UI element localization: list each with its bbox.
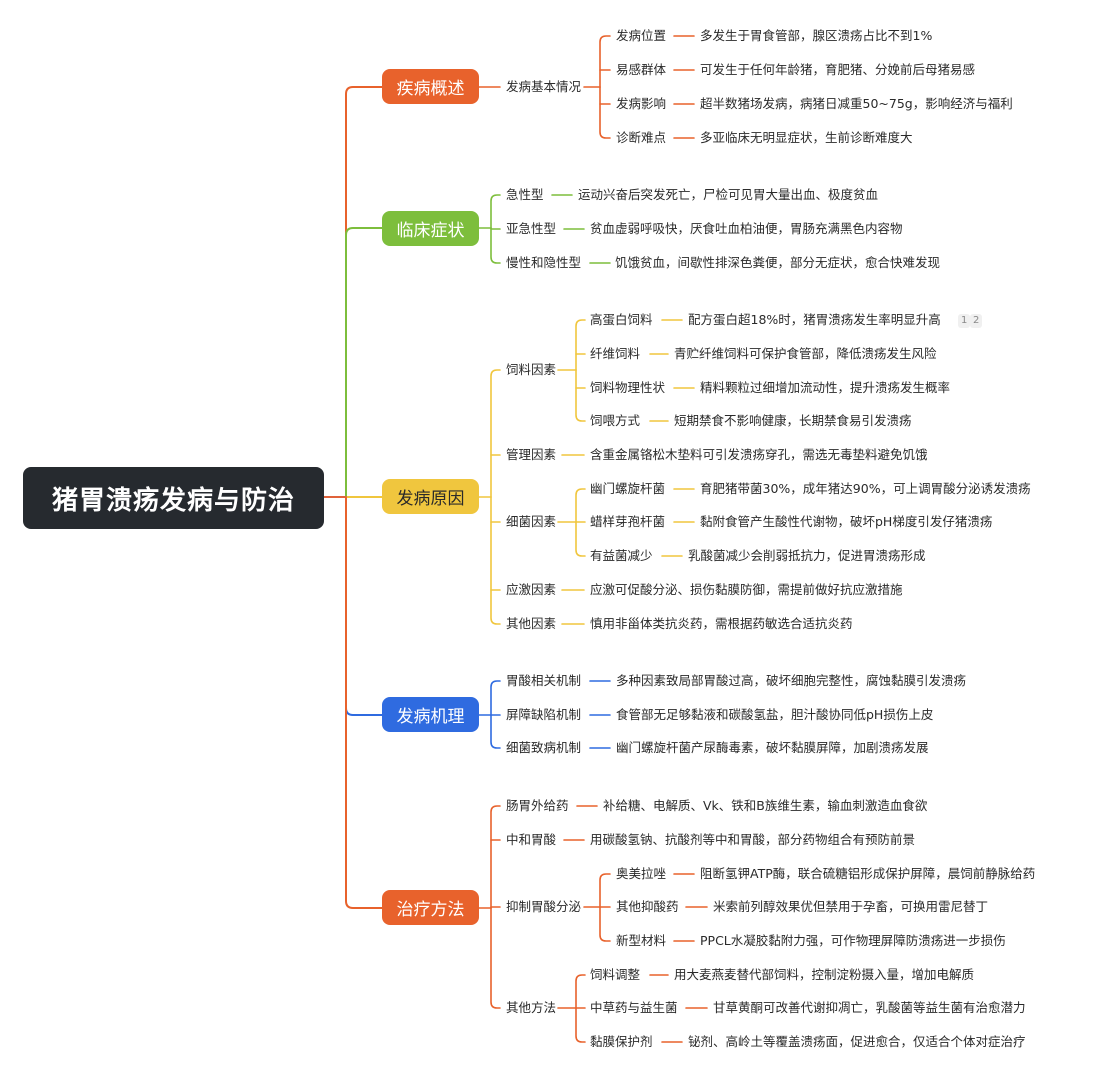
- subtopic-label[interactable]: 饲料调整: [590, 967, 641, 982]
- detail-text: PPCL水凝胶黏附力强，可作物理屏障防溃疡进一步损伤: [700, 933, 1006, 948]
- category-node-overview[interactable]: 疾病概述: [382, 69, 479, 104]
- connector-line: [490, 714, 501, 749]
- detail-text: 可发生于任何年龄猪，育肥猪、分娩前后母猪易感: [700, 62, 976, 77]
- detail-text: 米索前列醇效果优但禁用于孕畜，可换用雷尼替丁: [713, 899, 989, 914]
- topic-label[interactable]: 胃酸相关机制: [506, 673, 582, 688]
- topic-label[interactable]: 细菌致病机制: [506, 740, 582, 755]
- topic-label[interactable]: 管理因素: [506, 447, 557, 462]
- detail-text: 育肥猪带菌30%，成年猪达90%，可上调胃酸分泌诱发溃疡: [700, 481, 1031, 496]
- detail-text: 应激可促酸分泌、损伤黏膜防御，需提前做好抗应激措施: [590, 582, 903, 597]
- subtopic-label[interactable]: 纤维饲料: [590, 346, 641, 361]
- topic-label[interactable]: 抑制胃酸分泌: [506, 899, 582, 914]
- topic-label[interactable]: 肠胃外给药: [506, 798, 569, 813]
- detail-text: 用碳酸氢钠、抗酸剂等中和胃酸，部分药物组合有预防前景: [590, 832, 916, 847]
- subtopic-label[interactable]: 新型材料: [616, 933, 667, 948]
- topic-label[interactable]: 中和胃酸: [506, 832, 557, 847]
- connector-line: [490, 369, 501, 498]
- reference-badge[interactable]: 2: [970, 314, 983, 328]
- connector-line: [575, 974, 586, 1009]
- connector-line: [575, 1007, 586, 1043]
- topic-label[interactable]: 屏障缺陷机制: [506, 707, 582, 722]
- connector-line: [575, 521, 586, 557]
- subtopic-label[interactable]: 其他抑酸药: [616, 899, 679, 914]
- topic-label[interactable]: 细菌因素: [506, 514, 557, 529]
- subtopic-label[interactable]: 发病影响: [616, 96, 667, 111]
- detail-text: 甘草黄酮可改善代谢抑凋亡，乳酸菌等益生菌有治愈潜力: [713, 1000, 1026, 1015]
- connector-line: [345, 227, 383, 498]
- detail-text: 铋剂、高岭土等覆盖溃疡面，促进愈合，仅适合个体对症治疗: [688, 1034, 1026, 1049]
- subtopic-label[interactable]: 有益菌减少: [590, 548, 653, 563]
- detail-text: 食管部无足够黏液和碳酸氢盐，胆汁酸协同低pH损伤上皮: [616, 707, 934, 722]
- subtopic-label[interactable]: 幽门螺旋杆菌: [590, 481, 666, 496]
- detail-text: 运动兴奋后突发死亡，尸检可见胃大量出血、极度贫血: [578, 187, 879, 202]
- topic-label[interactable]: 应激因素: [506, 582, 557, 597]
- detail-text: 黏附食管产生酸性代谢物，破坏pH梯度引发仔猪溃疡: [700, 514, 993, 529]
- subtopic-label[interactable]: 奥美拉唑: [616, 866, 667, 881]
- detail-text: 多发生于胃食管部，腺区溃疡占比不到1%: [700, 28, 933, 43]
- subtopic-label[interactable]: 易感群体: [616, 62, 667, 77]
- connector-line: [490, 907, 501, 1009]
- detail-text: 补给糖、电解质、Vk、铁和B族维生素，输血刺激造血食欲: [603, 798, 928, 813]
- detail-text: 贫血虚弱呼吸快，厌食吐血柏油便，胃肠充满黑色内容物: [590, 221, 903, 236]
- topic-label[interactable]: 饲料因素: [506, 362, 557, 377]
- subtopic-label[interactable]: 诊断难点: [616, 130, 667, 145]
- topic-label[interactable]: 发病基本情况: [506, 79, 582, 94]
- topic-label[interactable]: 慢性和隐性型: [506, 255, 582, 270]
- detail-text: 多种因素致局部胃酸过高，破坏细胞完整性，腐蚀黏膜引发溃疡: [616, 673, 967, 688]
- connector-line: [599, 906, 611, 942]
- detail-text: 含重金属铬松木垫料可引发溃疡穿孔，需选无毒垫料避免饥饿: [590, 447, 928, 462]
- category-node-mechanism[interactable]: 发病机理: [382, 697, 479, 732]
- root-node[interactable]: 猪胃溃疡发病与防治: [23, 467, 324, 529]
- connector-line: [490, 496, 501, 625]
- reference-badge[interactable]: 1: [958, 314, 971, 328]
- subtopic-label[interactable]: 高蛋白饲料: [590, 312, 653, 327]
- connector-line: [345, 496, 383, 716]
- detail-text: 用大麦燕麦替代部饲料，控制淀粉摄入量，增加电解质: [674, 967, 975, 982]
- connector-line: [490, 227, 501, 264]
- detail-text: 乳酸菌减少会削弱抵抗力，促进胃溃疡形成: [688, 548, 926, 563]
- detail-text: 慎用非甾体类抗炎药，需根据药敏选合适抗炎药: [590, 616, 853, 631]
- connector-line: [490, 805, 501, 909]
- category-node-causes[interactable]: 发病原因: [382, 479, 479, 514]
- subtopic-label[interactable]: 蜡样芽孢杆菌: [590, 514, 666, 529]
- detail-text: 阻断氢钾ATP酶，联合硫糖铝形成保护屏障，晨饲前静脉给药: [700, 866, 1036, 881]
- subtopic-label[interactable]: 中草药与益生菌: [590, 1000, 678, 1015]
- topic-label[interactable]: 其他方法: [506, 1000, 557, 1015]
- connector-line: [599, 86, 611, 139]
- subtopic-label[interactable]: 饲料物理性状: [590, 380, 666, 395]
- connector-line: [345, 86, 383, 498]
- connector-line: [345, 496, 383, 909]
- topic-label[interactable]: 其他因素: [506, 616, 557, 631]
- connector-line: [599, 35, 611, 88]
- topic-label[interactable]: 急性型: [506, 187, 544, 202]
- subtopic-label[interactable]: 黏膜保护剂: [590, 1034, 653, 1049]
- subtopic-label[interactable]: 饲喂方式: [590, 413, 641, 428]
- detail-text: 精料颗粒过细增加流动性，提升溃疡发生概率: [700, 380, 951, 395]
- detail-text: 饥饿贫血，间歇性排深色粪便，部分无症状，愈合快难发现: [615, 255, 941, 270]
- connector-line: [599, 873, 611, 908]
- connector-line: [575, 369, 586, 422]
- category-node-symptoms[interactable]: 临床症状: [382, 211, 479, 246]
- detail-text: 幽门螺旋杆菌产尿酶毒素，破坏黏膜屏障，加剧溃疡发展: [616, 740, 929, 755]
- connector-line: [490, 680, 501, 716]
- connector-line: [575, 488, 586, 523]
- detail-text: 配方蛋白超18%时，猪胃溃疡发生率明显升高: [688, 312, 941, 327]
- detail-text: 短期禁食不影响健康，长期禁食易引发溃疡: [674, 413, 912, 428]
- category-node-treatment[interactable]: 治疗方法: [382, 890, 479, 925]
- detail-text: 超半数猪场发病，病猪日减重50~75g，影响经济与福利: [700, 96, 1013, 111]
- topic-label[interactable]: 亚急性型: [506, 221, 557, 236]
- detail-text: 青贮纤维饲料可保护食管部，降低溃疡发生风险: [674, 346, 937, 361]
- subtopic-label[interactable]: 发病位置: [616, 28, 667, 43]
- connector-line: [490, 194, 501, 229]
- detail-text: 多亚临床无明显症状，生前诊断难度大: [700, 130, 913, 145]
- connector-line: [575, 319, 586, 371]
